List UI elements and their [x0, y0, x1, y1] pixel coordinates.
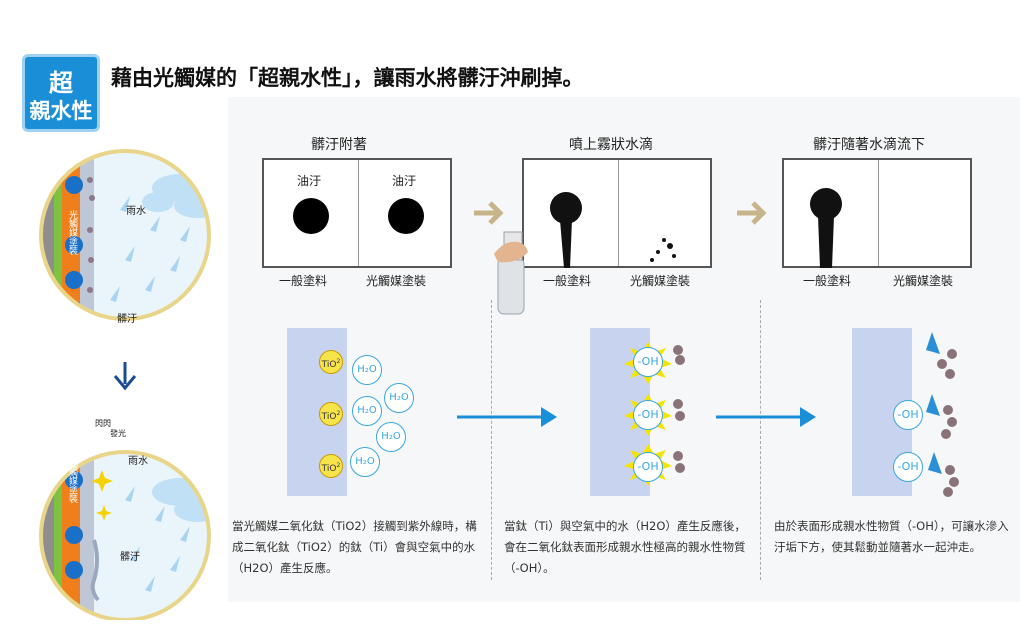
- bottom-rain-label: 雨水: [128, 456, 148, 467]
- oh-molecule: -OH: [893, 452, 923, 482]
- bottom-dirt-label: 髒汙: [120, 552, 140, 563]
- sparkle-icon: [91, 470, 113, 521]
- bottom-circle-scene: [41, 452, 209, 620]
- oil-stain-left: [293, 198, 329, 234]
- step3-description: 由於表面形成親水性物質（-OH），可讓水滲入汙垢下方，使其鬆動並隨著水一起沖走。: [774, 519, 1009, 554]
- step1-caption-left: 一般塗料: [279, 274, 328, 288]
- arrow-right-icon: [457, 407, 557, 427]
- oh-molecule: -OH: [633, 452, 663, 482]
- tio2-molecule: TiO2: [319, 350, 343, 374]
- tio2-molecule: TiO2: [319, 454, 343, 478]
- oh-molecule: -OH: [633, 400, 663, 430]
- top-circle-scene: [41, 151, 209, 319]
- h2o-molecule: H₂O: [384, 383, 414, 413]
- h2o-molecule: H₂O: [350, 447, 380, 477]
- water-drops-dirt: [926, 332, 959, 497]
- step1-description: 當光觸媒二氧化鈦（TiO2）接觸到紫外線時，構成二氧化鈦（TiO2）的鈦（Ti）…: [232, 519, 477, 575]
- step2-caption-left: 一般塗料: [543, 274, 592, 288]
- bottom-coating-label: 光觸媒塗裝: [67, 458, 77, 503]
- cloud-icon: [142, 174, 209, 218]
- badge-line1: 超: [49, 69, 73, 97]
- spray-bottle-icon: [494, 231, 528, 315]
- separator: [491, 300, 492, 580]
- step1-caption-right: 光觸媒塗裝: [366, 274, 427, 288]
- oh-molecule: -OH: [893, 400, 923, 430]
- step3-title: 髒汙隨著水滴流下: [813, 137, 925, 153]
- step1-photo-left-label: 油汙: [297, 174, 322, 188]
- step2-description: 當鈦（Ti）與空氣中的水（H2O）產生反應後，會在二氧化鈦表面形成親水性極高的親…: [504, 519, 746, 575]
- step1-photo: 油汙 油汙: [262, 158, 452, 268]
- step2-title: 噴上霧狀水滴: [569, 137, 653, 153]
- dirt-blobs: [87, 177, 95, 293]
- bottom-light-label: 發光: [110, 429, 126, 438]
- tio2-molecule: TiO2: [319, 402, 343, 426]
- h2o-molecule: H₂O: [352, 355, 382, 385]
- top-dirt-label: 髒汙: [117, 314, 137, 325]
- badge-line2: 親水性: [29, 99, 93, 123]
- step2-photo: [522, 158, 712, 268]
- separator: [760, 300, 761, 580]
- top-coating-label: 光觸媒塗裝: [67, 210, 77, 255]
- down-arrow-icon: [113, 362, 137, 391]
- step3-photo: [782, 158, 972, 268]
- left-illustration: [39, 149, 211, 620]
- headline: 藉由光觸媒的「超親水性」，讓雨水將髒汙沖刷掉。: [111, 66, 584, 90]
- super-hydrophilic-badge: 超 親水性: [22, 54, 100, 132]
- step1-title: 髒汙附著: [311, 137, 367, 153]
- h2o-molecule: H₂O: [352, 396, 382, 426]
- oil-stain-right: [388, 198, 424, 234]
- h2o-molecule: H₂O: [376, 422, 406, 452]
- top-rain-label: 雨水: [126, 206, 146, 217]
- arrow-right-icon: [737, 201, 767, 225]
- step2-caption-right: 光觸媒塗裝: [630, 274, 691, 288]
- step1-photo-right-label: 油汙: [392, 174, 417, 188]
- step3-caption-right: 光觸媒塗裝: [893, 274, 954, 288]
- rain-drops: [110, 188, 203, 302]
- arrow-right-icon: [716, 407, 816, 427]
- bottom-flash-label: 閃閃: [95, 419, 111, 428]
- arrow-right-icon: [474, 201, 504, 225]
- step3-caption-left: 一般塗料: [803, 274, 852, 288]
- oh-molecule: -OH: [633, 347, 663, 377]
